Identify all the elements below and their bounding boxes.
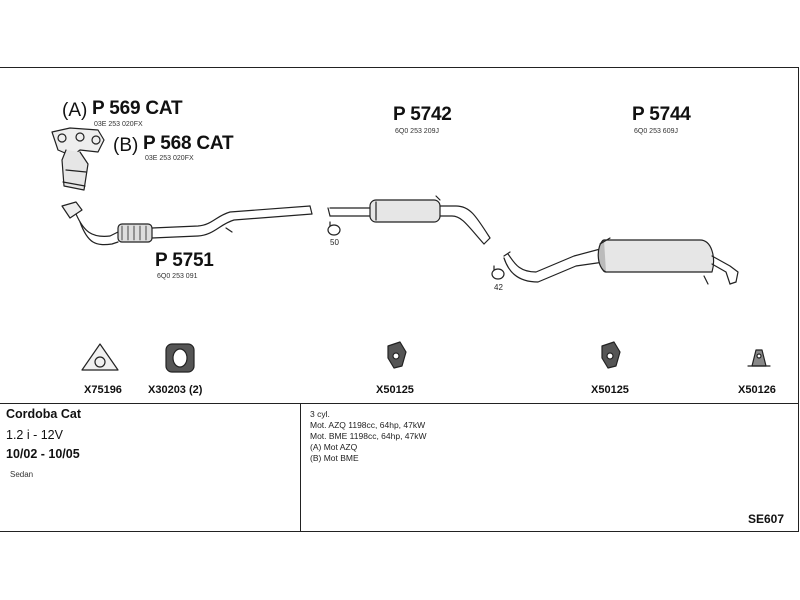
vehicle-engine: 1.2 i - 12V (6, 428, 63, 442)
part-p5742-ref: 6Q0 253 209J (395, 128, 439, 135)
part-p5751-ref: 6Q0 253 091 (157, 273, 198, 280)
fitting-x50126-label: X50126 (738, 384, 776, 396)
diagram-code: SE607 (748, 512, 785, 526)
divider-vertical (300, 403, 301, 532)
hanger-x50125-1-drawing (387, 341, 407, 369)
vehicle-model: Cordoba Cat (6, 407, 81, 421)
middle-silencer (327, 195, 491, 245)
hanger-x50126-drawing (747, 349, 771, 367)
note-line-1: 3 cyl. (310, 409, 330, 419)
part-a-number: P 569 CAT (92, 98, 183, 119)
note-line-3: Mot. BME 1198cc, 64hp, 47kW (310, 431, 427, 441)
diagram-frame (0, 67, 799, 532)
part-b-prefix: (B) (113, 135, 139, 156)
front-pipe (61, 201, 313, 246)
vehicle-body: Sedan (10, 470, 34, 479)
part-p5742-number: P 5742 (393, 104, 452, 125)
clamp-50-drawing (327, 221, 341, 236)
part-p5751-number: P 5751 (155, 250, 214, 271)
notes-block: 3 cyl. Mot. AZQ 1198cc, 64hp, 47kW Mot. … (310, 409, 427, 464)
clamp-42-label: 42 (494, 283, 503, 292)
divider-horizontal (0, 403, 799, 404)
part-p5744-ref: 6Q0 253 609J (634, 128, 678, 135)
gasket-x75196-drawing (81, 343, 119, 371)
hanger-x30203-drawing (165, 343, 195, 373)
part-a-ref: 03E 253 020FX (94, 121, 143, 128)
fitting-x75196-label: X75196 (84, 384, 122, 396)
note-line-4: (A) Mot AZQ (310, 442, 358, 452)
note-line-5: (B) Mot BME (310, 453, 359, 463)
clamp-50-label: 50 (330, 238, 339, 247)
note-line-2: Mot. AZQ 1198cc, 64hp, 47kW (310, 420, 426, 430)
part-p5744-number: P 5744 (632, 104, 691, 125)
part-b-ref: 03E 253 020FX (145, 155, 194, 162)
fitting-x50125-1-label: X50125 (376, 384, 414, 396)
clamp-42-drawing (491, 265, 505, 280)
hanger-x50125-2-drawing (601, 341, 621, 369)
vehicle-years: 10/02 - 10/05 (6, 447, 80, 461)
part-b-number: P 568 CAT (143, 133, 234, 154)
part-a-prefix: (A) (62, 100, 88, 121)
fitting-x30203-label: X30203 (2) (148, 384, 203, 396)
rear-silencer (503, 237, 739, 285)
manifold-catalyst (51, 127, 105, 191)
fitting-x50125-2-label: X50125 (591, 384, 629, 396)
